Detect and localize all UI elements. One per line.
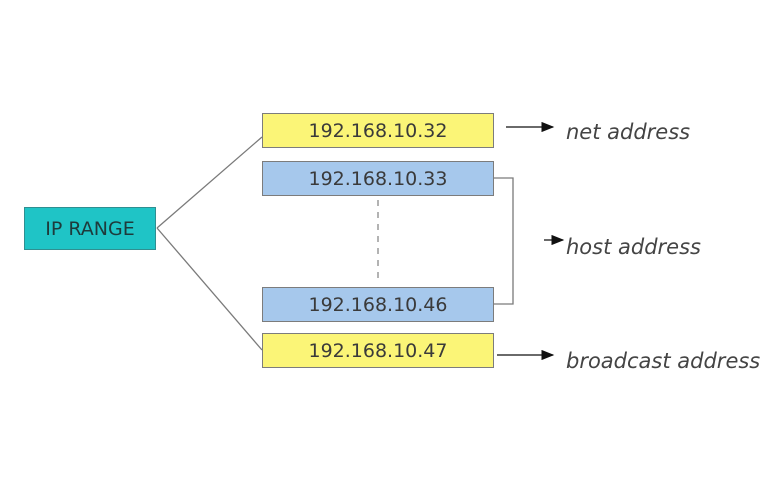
range-to-net-line [156, 136, 263, 229]
ip-range-box: IP RANGE [24, 207, 156, 250]
last-host-address-box: 192.168.10.46 [262, 287, 494, 322]
net-address-box: 192.168.10.32 [262, 113, 494, 148]
first-host-address-box: 192.168.10.33 [262, 161, 494, 196]
host-bracket [494, 177, 514, 305]
broadcast-address-box: 192.168.10.47 [262, 333, 494, 368]
host-address-label: host address [566, 235, 701, 259]
range-to-broadcast-line [156, 227, 263, 351]
net-address-label: net address [566, 120, 691, 144]
broadcast-address-label: broadcast address [566, 349, 761, 373]
